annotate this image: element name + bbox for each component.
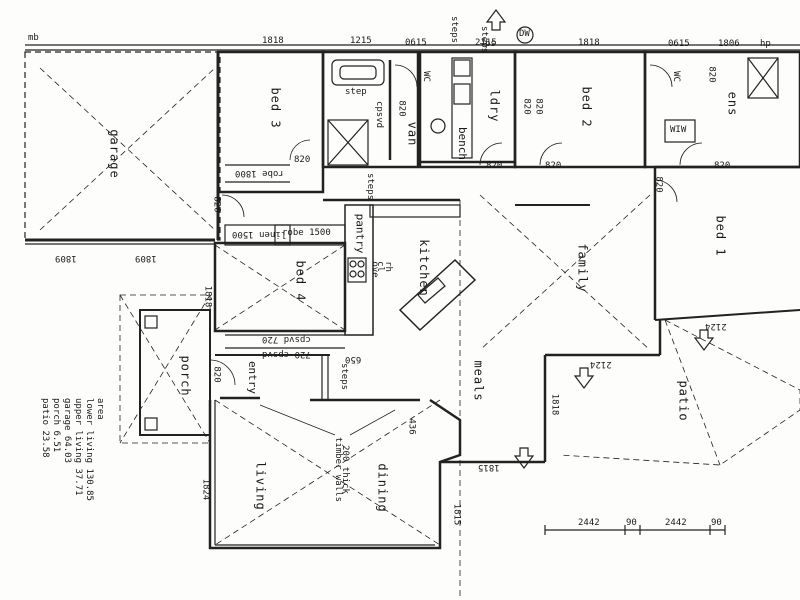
dim-1818-d: 1818 bbox=[549, 393, 560, 416]
dim-820-b: 820 bbox=[294, 155, 311, 165]
robe1800-label: robe 1800 bbox=[235, 168, 284, 178]
dim-820-f: 820 bbox=[211, 196, 222, 213]
family-label: family bbox=[575, 243, 590, 293]
ens-label: ens bbox=[725, 91, 740, 117]
dim-90-b: 90 bbox=[711, 518, 722, 528]
area-table-title: area bbox=[95, 398, 105, 420]
rh-label: rh bbox=[382, 261, 393, 272]
dim-0615-a: 0615 bbox=[405, 38, 427, 48]
dim-1809-a: 1809 bbox=[55, 253, 77, 263]
bed3-label: bed 3 bbox=[268, 87, 283, 129]
garage-outline bbox=[24, 51, 221, 241]
mb-label: mb bbox=[28, 33, 39, 43]
dim-1815-b: 1815 bbox=[451, 503, 462, 526]
dim-2124-b: 2124 bbox=[590, 359, 612, 369]
step-label: step bbox=[345, 87, 367, 97]
dim-0615-b: 0615 bbox=[668, 39, 690, 49]
pantry-label: pantry bbox=[353, 213, 367, 254]
dim-1806: 1806 bbox=[718, 39, 740, 49]
dim-1818-b: 1818 bbox=[578, 38, 600, 48]
wiw-label: WIW bbox=[670, 125, 687, 135]
patio-label: patio bbox=[676, 380, 691, 422]
dim-1215: 1215 bbox=[350, 36, 372, 46]
dim-1815-a: 1815 bbox=[478, 462, 500, 472]
dim-1824: 1824 bbox=[200, 478, 211, 501]
walls-note2-label: timber walls bbox=[333, 436, 344, 503]
porch-label: porch bbox=[178, 355, 193, 397]
ldry-label: ldry bbox=[487, 89, 502, 123]
ps-label: ps bbox=[485, 39, 496, 49]
dining-label: dining bbox=[375, 463, 390, 513]
dim-820-h: 820 bbox=[521, 98, 532, 115]
dim-820-g: 820 bbox=[653, 176, 664, 193]
bed2-label: bed 2 bbox=[579, 86, 594, 128]
dim-820-i: 820 bbox=[706, 66, 717, 83]
dim-820-j: 820 bbox=[211, 366, 222, 383]
bench-label: bench bbox=[456, 126, 470, 161]
entry-label: entry bbox=[246, 360, 260, 395]
area-row-upper-living: upper living 37.71 bbox=[73, 398, 83, 496]
cpsvd-top-label: cpsvd bbox=[374, 100, 385, 129]
garage-label: garage bbox=[107, 129, 122, 179]
area-table: area lower living 130.85 upper living 37… bbox=[5, 398, 105, 508]
dim-820-a: 820 bbox=[396, 100, 407, 117]
dim-820-c: 820 bbox=[486, 161, 503, 171]
steps2-label: steps bbox=[339, 362, 350, 391]
area-row-garage: garage 64.03 bbox=[62, 398, 72, 464]
dim-2124-a: 2124 bbox=[705, 321, 727, 331]
area-row-lower-living: lower living 130.85 bbox=[84, 398, 94, 501]
dim-2442-a: 2442 bbox=[578, 518, 600, 528]
cpsvd-mid-label: cpsvd 720 bbox=[262, 334, 311, 344]
living-label: living bbox=[253, 461, 268, 511]
van-label: van bbox=[405, 121, 420, 147]
dim-1818-c: 1818 bbox=[202, 285, 213, 308]
dim-820-k: 820 bbox=[533, 98, 544, 115]
area-row-porch: porch 6.51 bbox=[51, 398, 61, 453]
dim-820-d: 820 bbox=[545, 161, 562, 171]
dim-436: 436 bbox=[406, 418, 417, 435]
dim-90-a: 90 bbox=[626, 518, 637, 528]
dim-1818-a: 1818 bbox=[262, 36, 284, 46]
bed1-label: bed 1 bbox=[713, 215, 728, 257]
dim-2442-b: 2442 bbox=[665, 518, 687, 528]
hp-label: hp bbox=[760, 39, 771, 49]
bed4-label: bed 4 bbox=[293, 260, 308, 302]
dim-820-e: 820 bbox=[714, 161, 731, 171]
dim-650: 650 bbox=[345, 354, 362, 364]
area-row-patio: patio 23.58 bbox=[40, 398, 50, 458]
kitchen-label: kitchen bbox=[416, 239, 431, 297]
wc2-label: WC bbox=[670, 71, 681, 82]
linen1500-label: linen 1500 bbox=[232, 229, 287, 239]
cpsvd-mid2-label: 720 cpsvd bbox=[262, 349, 311, 359]
meals-label: meals bbox=[471, 360, 486, 402]
robe1500-label: robe 1500 bbox=[282, 228, 331, 238]
steps3-label: steps bbox=[449, 15, 460, 44]
dim-1809-b: 1809 bbox=[135, 253, 157, 263]
dim-2115: 2115 bbox=[475, 38, 497, 48]
steps1-label: steps bbox=[365, 172, 376, 201]
dw-label: DW bbox=[519, 29, 530, 39]
wc1-label: WC bbox=[420, 71, 431, 82]
